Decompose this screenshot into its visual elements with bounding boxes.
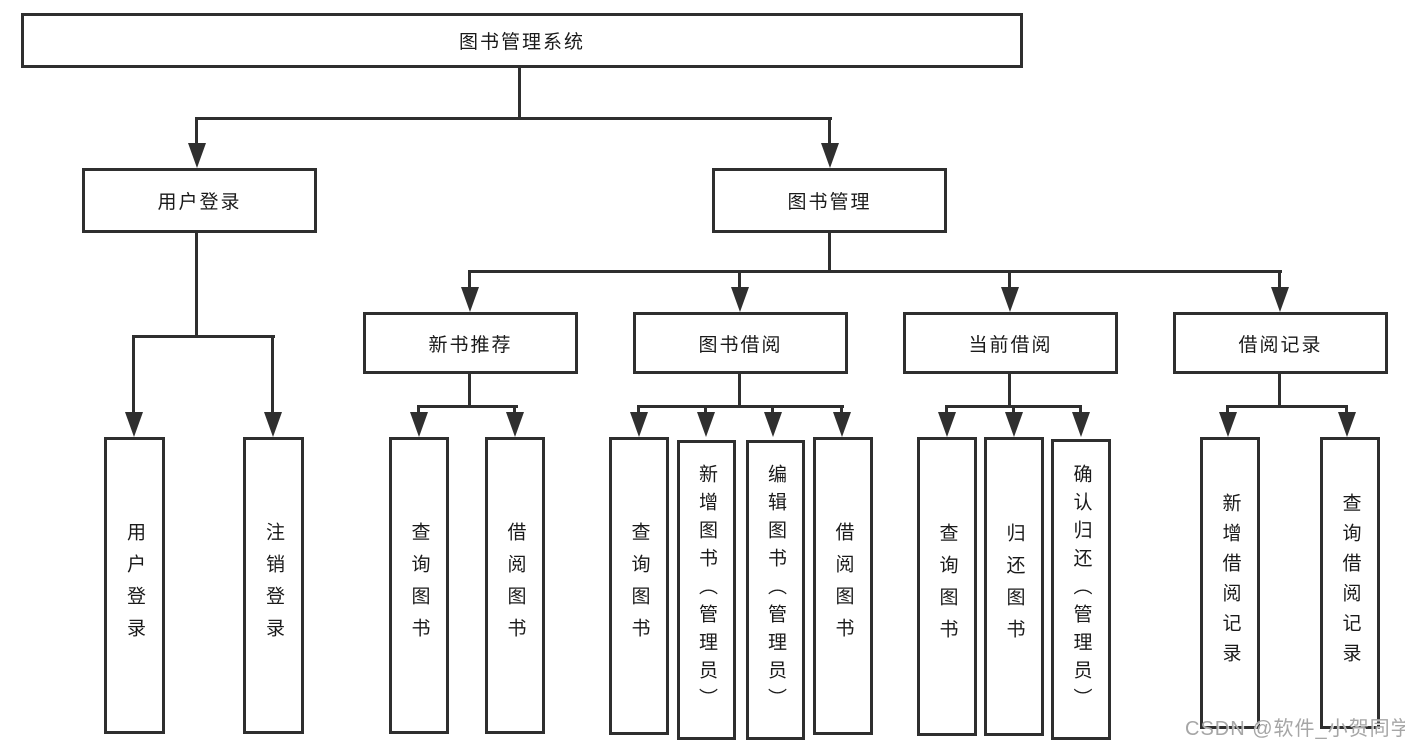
node-label: 图书管理系统: [458, 32, 585, 53]
node-user-login: 用户登录: [82, 168, 317, 233]
node-label: 新书推荐: [428, 334, 513, 356]
node-label: 图书管理: [787, 192, 872, 213]
connector-bar: [1226, 405, 1348, 408]
leaf-label: 注销登录: [263, 521, 284, 650]
connector-drop: [704, 405, 707, 414]
connector-drop: [945, 405, 948, 414]
node-book-management: 图书管理: [712, 168, 947, 233]
node-label: 借阅记录: [1238, 334, 1323, 356]
connector-drop: [1008, 270, 1011, 288]
leaf-current-return-book: 归还图书: [984, 437, 1044, 736]
connector-trunk: [195, 233, 198, 336]
arrowhead-down: [1271, 287, 1289, 312]
connector-bar: [468, 270, 1282, 273]
leaf-recommend-query-book: 查询图书: [389, 437, 449, 734]
node-current-borrow: 当前借阅: [903, 312, 1118, 374]
connector-drop: [738, 270, 741, 288]
arrowhead-down: [764, 412, 782, 437]
connector-drop: [513, 405, 516, 414]
leaf-label: 用户登录: [124, 521, 145, 650]
leaf-borrow-edit-book-admin: 编辑图书（管理员）: [746, 440, 805, 740]
leaf-label: 归还图书: [1003, 522, 1025, 651]
connector-trunk: [468, 374, 471, 408]
connector-drop: [828, 117, 831, 144]
connector-trunk: [1008, 374, 1011, 408]
arrowhead-down: [1338, 412, 1356, 437]
arrowhead-down: [461, 287, 479, 312]
leaf-current-query-book: 查询图书: [917, 437, 977, 736]
node-borrow-records: 借阅记录: [1173, 312, 1388, 374]
arrowhead-down: [630, 412, 648, 437]
connector-root-trunk: [518, 66, 521, 118]
connector-drop: [1278, 270, 1281, 288]
arrowhead-down: [410, 412, 428, 437]
leaf-borrow-query-book: 查询图书: [609, 437, 669, 735]
leaf-records-query-record: 查询借阅记录: [1320, 437, 1380, 729]
leaf-recommend-borrow-book: 借阅图书: [485, 437, 545, 734]
leaf-logout: 注销登录: [243, 437, 304, 734]
arrowhead-down: [1001, 287, 1019, 312]
arrowhead-down: [833, 412, 851, 437]
watermark: CSDN @软件_小贺同学: [1185, 718, 1405, 740]
connector-drop: [1226, 405, 1229, 414]
connector-drop: [468, 270, 471, 288]
connector-drop: [417, 405, 420, 414]
leaf-label: 新增图书（管理员）: [696, 464, 717, 716]
leaf-label: 借阅图书: [832, 522, 854, 650]
node-label: 用户登录: [157, 192, 242, 213]
connector-trunk: [1278, 374, 1281, 408]
connector-drop: [1079, 405, 1082, 414]
arrowhead-down: [1005, 412, 1023, 437]
connector-bar: [132, 335, 275, 338]
leaf-label: 确认归还（管理员）: [1070, 463, 1092, 716]
leaf-label: 查询图书: [408, 521, 430, 650]
connector-drop: [1345, 405, 1348, 414]
connector-drop: [271, 335, 274, 413]
connector-bar: [417, 405, 518, 408]
connector-drop: [637, 405, 640, 414]
arrowhead-down: [506, 412, 524, 437]
leaf-label: 查询图书: [628, 522, 650, 650]
connector-trunk: [828, 233, 831, 273]
connector-drop: [771, 405, 774, 414]
arrowhead-down: [1072, 412, 1090, 437]
connector-root-bar: [196, 117, 832, 120]
node-root: 图书管理系统: [21, 13, 1023, 68]
connector-trunk: [738, 374, 741, 408]
leaf-label: 新增借阅记录: [1219, 493, 1241, 673]
leaf-label: 借阅图书: [504, 521, 526, 650]
node-label: 当前借阅: [968, 334, 1053, 356]
node-book-borrow: 图书借阅: [633, 312, 848, 374]
arrowhead-down: [731, 287, 749, 312]
leaf-label: 查询图书: [936, 522, 958, 651]
arrowhead-down: [125, 412, 143, 437]
node-new-book-recommend: 新书推荐: [363, 312, 578, 374]
connector-drop: [195, 117, 198, 144]
arrowhead-down: [264, 412, 282, 437]
arrowhead-down: [697, 412, 715, 437]
arrowhead-down: [1219, 412, 1237, 437]
leaf-borrow-borrow-book: 借阅图书: [813, 437, 873, 735]
arrowhead-down: [188, 143, 206, 168]
leaf-borrow-add-book-admin: 新增图书（管理员）: [677, 440, 736, 740]
connector-bar: [637, 405, 844, 408]
arrowhead-down: [938, 412, 956, 437]
connector-drop: [132, 335, 135, 413]
leaf-records-add-record: 新增借阅记录: [1200, 437, 1260, 729]
leaf-label: 编辑图书（管理员）: [765, 464, 786, 716]
connector-drop: [1012, 405, 1015, 414]
node-label: 图书借阅: [698, 334, 783, 356]
leaf-current-confirm-return-admin: 确认归还（管理员）: [1051, 439, 1111, 740]
leaf-label: 查询借阅记录: [1339, 493, 1361, 673]
arrowhead-down: [821, 143, 839, 168]
leaf-user-login: 用户登录: [104, 437, 165, 734]
connector-drop: [840, 405, 843, 414]
